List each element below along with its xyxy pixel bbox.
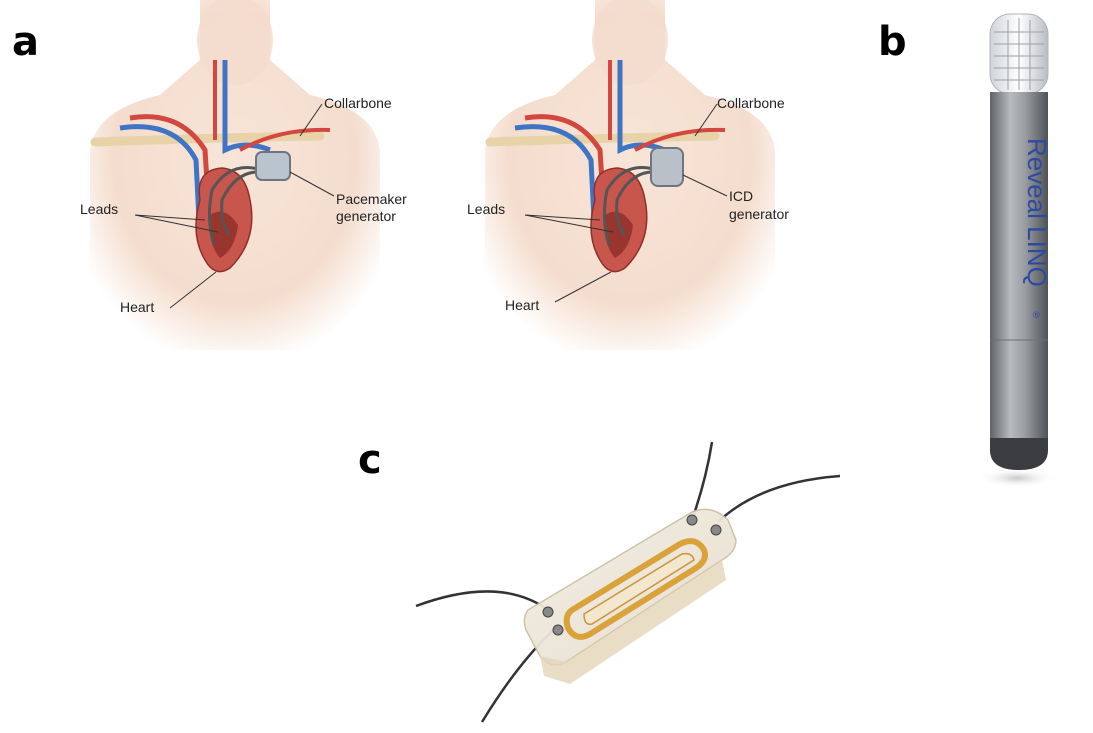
vein [514, 124, 598, 241]
pacemaker-illustration: Collarbone Leads Pacemaker generator Hea… [80, 0, 407, 350]
panel-letter-b: b [878, 19, 907, 65]
device-tip [990, 438, 1048, 470]
heart-chamber [604, 211, 633, 258]
wireless-implant [415, 441, 841, 723]
label-generator-line2: generator [729, 206, 789, 222]
device-label: Reveal LINQ [1022, 138, 1052, 287]
icd-lead [615, 170, 658, 237]
header-grid [994, 18, 1044, 90]
connector [542, 606, 554, 618]
connector [552, 624, 564, 636]
collarbone [90, 131, 325, 147]
device-trademark: ® [1033, 310, 1040, 320]
label-heart: Heart [120, 299, 154, 315]
label-heart: Heart [505, 297, 539, 313]
connector [686, 514, 698, 526]
gold-coil [563, 538, 708, 640]
label-generator-line2: generator [336, 208, 396, 224]
label-collarbone: Collarbone [717, 95, 785, 111]
wire [717, 474, 841, 523]
icd-lead [602, 166, 658, 246]
connector [710, 524, 722, 536]
pacemaker-generator [255, 151, 291, 181]
heart-chamber [209, 211, 238, 258]
implant-side [540, 560, 726, 684]
label-leads: Leads [80, 201, 118, 217]
icd-illustration: Collarbone Leads ICD generator Heart [467, 0, 789, 350]
collarbone [485, 131, 720, 147]
artery [129, 114, 213, 231]
device-body [990, 92, 1048, 440]
panel-letter-c: c [358, 437, 382, 483]
wire [415, 590, 549, 612]
artery [239, 127, 331, 152]
reveal-linq-device: Reveal LINQ ® [977, 13, 1057, 488]
artery [524, 114, 608, 231]
label-generator-line1: Pacemaker [336, 191, 407, 207]
wire [690, 441, 714, 521]
panel-letter-a: a [12, 19, 39, 65]
label-generator-line1: ICD [729, 188, 753, 204]
label-collarbone: Collarbone [324, 95, 392, 111]
vein [119, 124, 203, 241]
artery [634, 127, 726, 152]
coil-inner [583, 552, 695, 626]
label-leads: Leads [467, 201, 505, 217]
icd-generator [650, 147, 684, 187]
vein [222, 60, 271, 155]
pacing-lead [220, 170, 263, 237]
device-shadow [977, 468, 1057, 488]
